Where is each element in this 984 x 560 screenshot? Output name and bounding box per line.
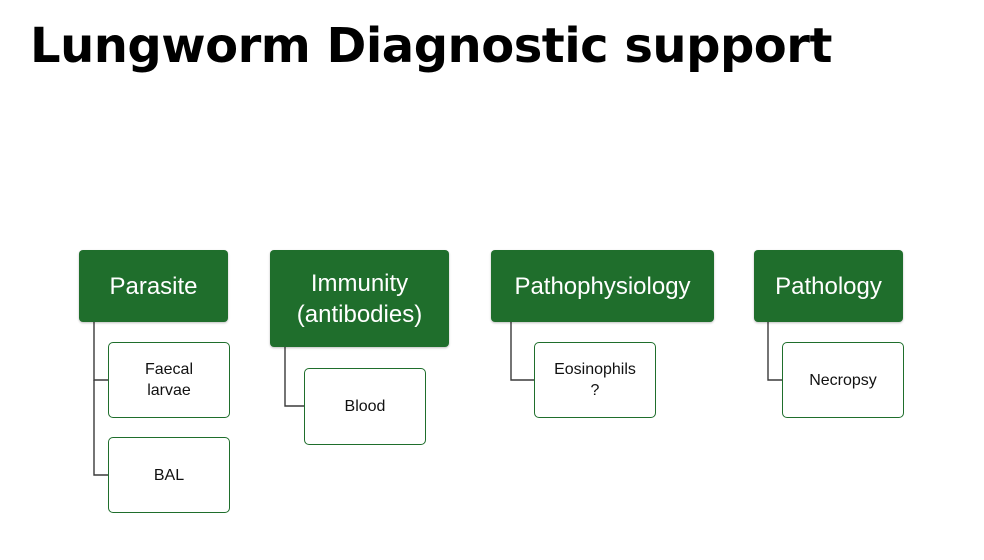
- category-pathology: Pathology: [754, 250, 903, 322]
- connector-parasite-faecal: [93, 322, 108, 381]
- item-eosinophils: Eosinophils ?: [534, 342, 656, 418]
- item-blood: Blood: [304, 368, 426, 445]
- item-faecal-larvae: Faecal larvae: [108, 342, 230, 418]
- connector-pathology-necropsy: [767, 322, 782, 381]
- category-pathophysiology: Pathophysiology: [491, 250, 714, 322]
- category-parasite: Parasite: [79, 250, 228, 322]
- slide-title: Lungworm Diagnostic support: [30, 18, 832, 74]
- item-necropsy: Necropsy: [782, 342, 904, 418]
- category-immunity: Immunity (antibodies): [270, 250, 449, 347]
- connector-immunity-blood: [284, 347, 304, 407]
- connector-parasite-bal: [93, 380, 108, 476]
- connector-pathophysiology-eosinophils: [510, 322, 534, 381]
- item-bal: BAL: [108, 437, 230, 513]
